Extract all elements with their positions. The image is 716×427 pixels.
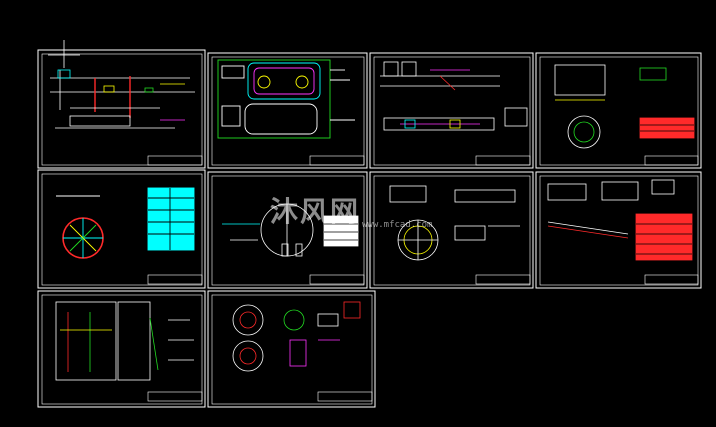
sheet-2-drawing <box>217 59 355 139</box>
sheet-1-drawing <box>50 69 195 129</box>
sheet-4-drawing <box>554 64 695 149</box>
sheet-3-drawing <box>380 61 528 131</box>
sheet-8-drawing <box>547 179 693 261</box>
sheet-6-title-block <box>309 274 365 285</box>
watermark-url: www.mfcad.com <box>362 220 433 230</box>
watermark-text: 沐风网 <box>270 195 361 228</box>
sheet-7-title-block <box>475 274 531 285</box>
sheet-5-title-block <box>147 274 203 285</box>
drawing-sheet-2[interactable] <box>207 52 368 169</box>
drawing-sheet-10[interactable] <box>207 290 376 408</box>
sheet-7-drawing <box>389 185 520 261</box>
drawing-sheet-1[interactable] <box>37 49 206 169</box>
drawing-sheet-6[interactable] <box>207 171 368 289</box>
sheet-5-drawing <box>56 187 195 259</box>
sheet-9-drawing <box>55 301 194 381</box>
drawing-sheet-5[interactable] <box>37 169 206 289</box>
sheet-2-title-block <box>309 155 365 166</box>
sheet-3-title-block <box>475 155 531 166</box>
drawing-sheet-9[interactable] <box>37 290 206 408</box>
sheet-8-title-block <box>644 274 699 285</box>
sheet-4-title-block <box>644 155 699 166</box>
drawing-sheet-8[interactable] <box>535 171 702 289</box>
sheet-6-drawing <box>222 203 359 257</box>
drawing-sheet-4[interactable] <box>535 52 702 169</box>
sheet-10-drawing <box>232 301 361 372</box>
sheet-1-title-block <box>147 155 203 166</box>
drawing-sheet-3[interactable] <box>369 52 534 169</box>
drawing-sheet-7[interactable] <box>369 171 534 289</box>
sheet-9-title-block <box>147 391 203 402</box>
sheet-10-title-block <box>317 391 373 402</box>
